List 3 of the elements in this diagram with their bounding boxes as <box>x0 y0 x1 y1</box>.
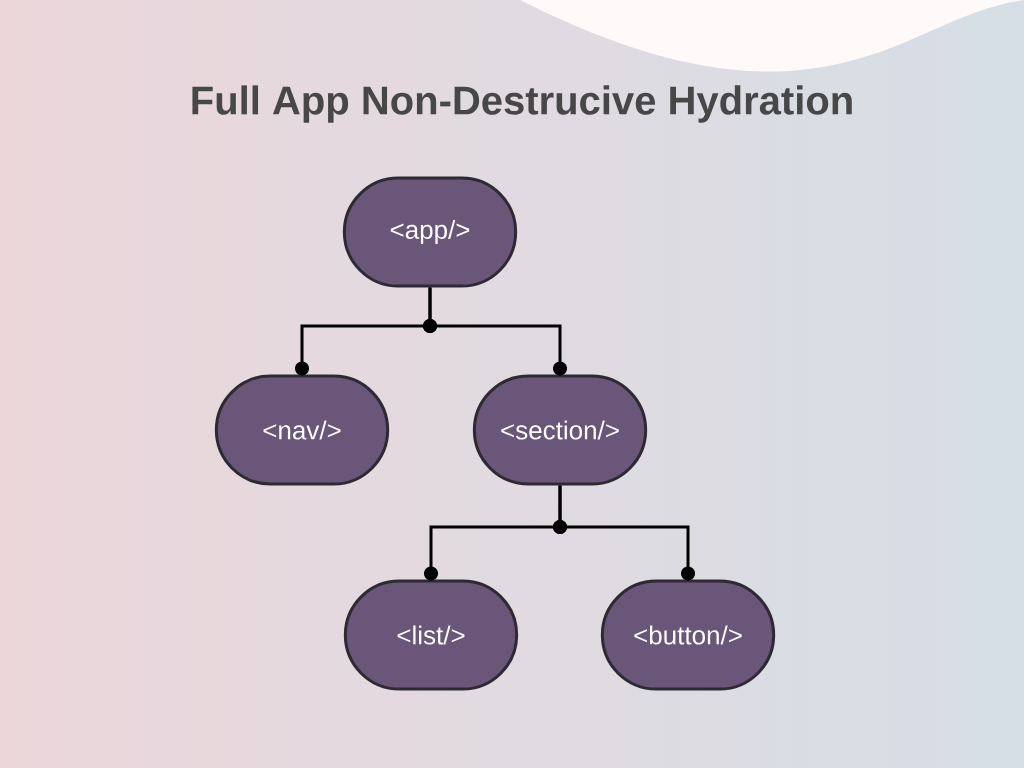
title: Full App Non-Destrucive Hydration <box>192 85 852 123</box>
tree-connector <box>423 287 567 376</box>
tree-connector <box>553 485 695 581</box>
